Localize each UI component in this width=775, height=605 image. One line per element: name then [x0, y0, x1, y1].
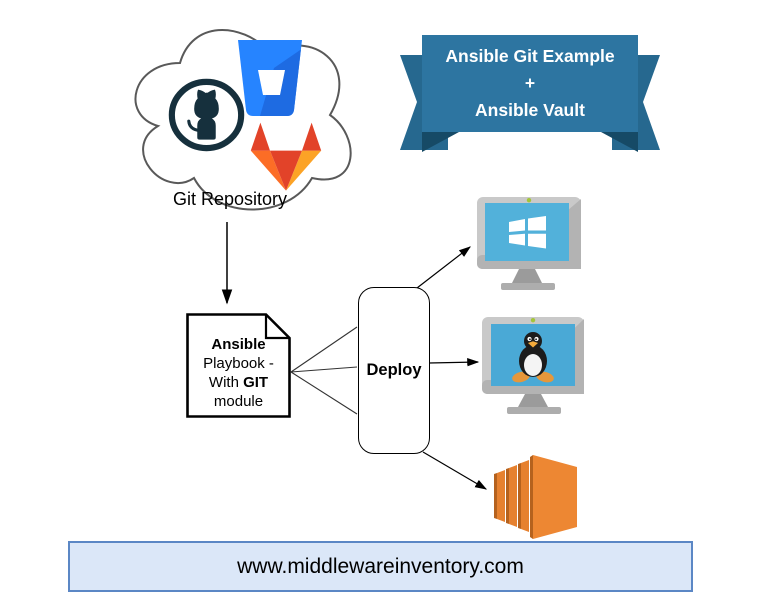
ec2-box-front: [533, 455, 577, 539]
windows-flag-logo: [509, 216, 546, 249]
playbook-line-4: module: [213, 393, 264, 410]
banner-line-3: Ansible Vault: [475, 100, 585, 120]
playbook-document: [186, 313, 291, 418]
windows-screen: [485, 203, 569, 261]
ec2-box-side: [530, 455, 533, 539]
webcam-led: [530, 318, 536, 323]
folded-corner: [264, 314, 290, 340]
linux-server-icon: [482, 317, 584, 414]
cloud-label: Git Repository: [172, 189, 288, 209]
arrow-deploy-to-linux: [428, 358, 480, 367]
footer-url: www.middlewareinventory.com: [237, 554, 524, 578]
title-ribbon-text: Ansible Git Example + Ansible Vault: [422, 43, 638, 124]
deploy-box: Deploy: [358, 287, 430, 454]
playbook-line-1: Ansible: [211, 336, 266, 353]
monitor-base: [507, 407, 561, 414]
arrow-deploy-to-aws: [422, 451, 488, 490]
line-playbook-deploy-mid: [290, 366, 358, 373]
monitor-base: [501, 283, 555, 290]
aws-ec2-icon: [494, 455, 577, 539]
monitor-neck: [518, 394, 548, 407]
bitbucket-icon: [238, 40, 302, 116]
gitlab-icon: [250, 122, 322, 191]
banner-line-2: +: [524, 73, 536, 93]
footer-banner: www.middlewareinventory.com: [68, 541, 693, 592]
octocat-silhouette: [194, 89, 219, 140]
playbook-label: Ansible Playbook - With GIT module: [190, 335, 287, 411]
monitor-neck: [512, 269, 542, 283]
windows-server-icon: [477, 197, 581, 290]
tux-penguin: [512, 332, 554, 383]
title-ribbon: [400, 35, 660, 152]
deploy-label: Deploy: [366, 361, 422, 379]
webcam-led: [526, 198, 532, 203]
arrow-deploy-to-windows: [416, 246, 471, 289]
line-playbook-deploy-top: [290, 326, 358, 373]
github-icon: [168, 78, 245, 152]
playbook-line-3: With GIT: [208, 374, 269, 391]
line-playbook-deploy-bottom: [290, 371, 358, 415]
playbook-line-2: Playbook -: [203, 355, 274, 372]
banner-line-1: Ansible Git Example: [445, 46, 615, 66]
ec2-fins: [494, 460, 529, 532]
